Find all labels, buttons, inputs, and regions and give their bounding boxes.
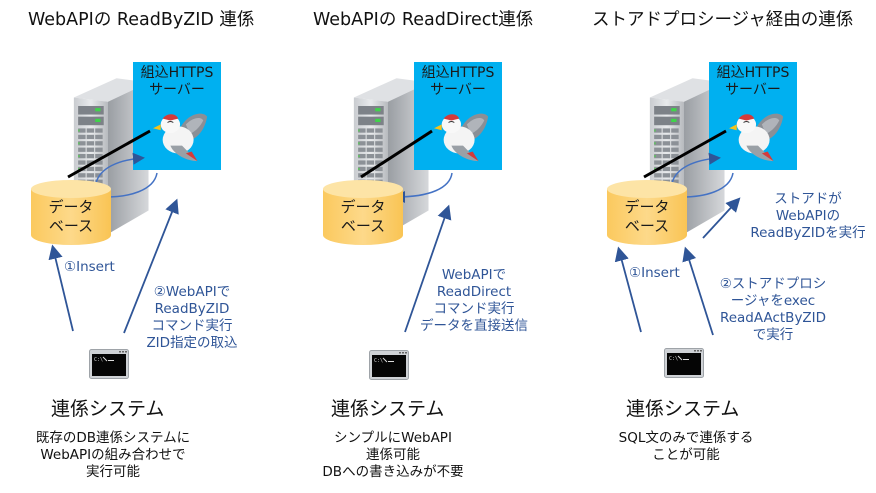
https-server-label: 組込HTTPS サーバー — [140, 65, 214, 98]
database-icon — [323, 180, 403, 245]
server-to-db-arrow — [393, 172, 453, 203]
https-server-box: 組込HTTPS サーバー — [709, 62, 797, 170]
webapi-annotation: ②WebAPIで ReadByZID コマンド実行 ZID指定の取込 — [146, 284, 238, 351]
database-cylinder: データ ベース — [30, 179, 112, 247]
database-icon — [607, 180, 687, 245]
system-label: 連係システム — [51, 398, 165, 420]
panel-description: 既存のDB連係システムに WebAPIの組み合わせで 実行可能 — [35, 430, 191, 480]
https-server-box: 組込HTTPS サーバー — [133, 62, 221, 170]
panel-description: SQL文のみで連係する ことが可能 — [618, 430, 754, 463]
exec-arrow — [682, 246, 714, 336]
database-label: データ ベース — [48, 198, 94, 235]
https-server-box: 組込HTTPS サーバー — [414, 62, 502, 170]
system-label: 連係システム — [331, 398, 445, 420]
terminal-icon — [369, 350, 409, 380]
readdirect-annotation: WebAPIで ReadDirect コマンド実行 データを直接送信 — [420, 267, 528, 334]
connector-lines — [48, 129, 179, 334]
https-server-label: 組込HTTPS サーバー — [716, 65, 790, 98]
exec-annotation: ②ストアドプロシ ージャをexec ReadAActByZID で実行 — [719, 276, 827, 343]
db-server-link-line — [67, 129, 151, 179]
insert-arrow — [614, 246, 642, 333]
db-server-link-line — [643, 129, 727, 179]
database-cylinder: データ ベース — [606, 179, 688, 247]
connector-lines — [360, 129, 453, 333]
db-to-server-arrow — [671, 152, 721, 184]
db-to-server-arrow — [95, 152, 145, 184]
panel-readbyzid: WebAPIの ReadByZID 連係 組込HTTPS サーバー データ ベー… — [0, 0, 292, 493]
webapi-arrow — [123, 198, 179, 334]
panel-stored-procedure: ストアドプロシージャ経由の連係 組込HTTPS サーバー データ ベース ストア… — [576, 0, 868, 493]
database-cylinder: データ ベース — [322, 179, 404, 247]
db-server-link-line — [360, 129, 433, 179]
database-icon — [31, 180, 111, 245]
terminal-icon — [664, 348, 704, 378]
system-label: 連係システム — [626, 398, 740, 420]
stored-webapi-arrow — [702, 197, 741, 239]
insert-annotation: ①Insert — [629, 265, 680, 281]
panel-title: ストアドプロシージャ経由の連係 — [592, 10, 854, 30]
stored-webapi-annotation: ストアドが WebAPIの ReadByZIDを実行 — [750, 191, 866, 241]
database-label: データ ベース — [624, 198, 670, 235]
panel-description: シンプルにWebAPI 連係可能 DBへの書き込みが不要 — [322, 430, 464, 480]
insert-annotation: ①Insert — [64, 259, 115, 275]
panel-title: WebAPIの ReadDirect連係 — [313, 10, 534, 30]
https-server-label: 組込HTTPS サーバー — [421, 65, 495, 98]
database-label: データ ベース — [340, 198, 386, 235]
terminal-icon — [89, 349, 129, 379]
connector-lines — [614, 129, 741, 336]
readdirect-arrow — [404, 204, 452, 333]
panel-readdirect: WebAPIの ReadDirect連係 組込HTTPS サーバー データ ベー… — [290, 0, 582, 493]
panel-title: WebAPIの ReadByZID 連係 — [28, 10, 255, 30]
insert-arrow — [48, 244, 74, 332]
